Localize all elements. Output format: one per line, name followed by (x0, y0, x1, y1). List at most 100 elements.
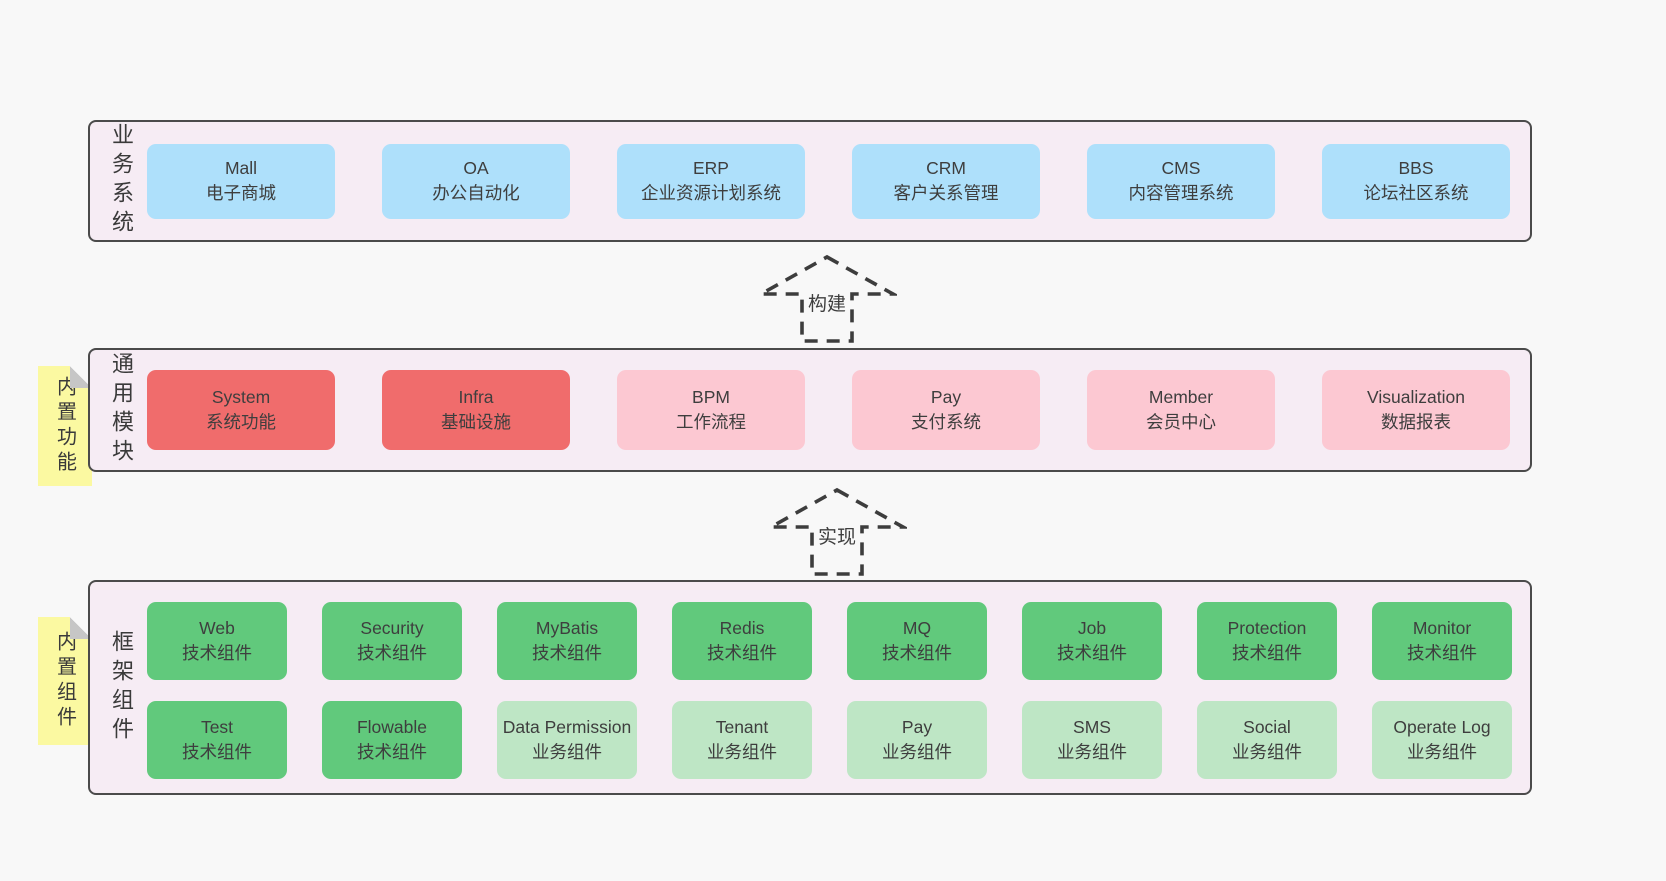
node-desc: 会员中心 (1146, 412, 1216, 432)
business-systems-layer: 业务系统 Mall 电子商城 OA 办公自动化 ERP 企业资源计划系统 CRM… (88, 120, 1532, 242)
node-desc: 基础设施 (441, 412, 511, 432)
node-name: Security (360, 618, 424, 639)
node-desc: 系统功能 (206, 412, 276, 432)
node-desc: 业务组件 (1057, 742, 1127, 762)
components-row-1: Web 技术组件 Security 技术组件 MyBatis 技术组件 Redi… (147, 602, 1512, 680)
framework-components-layer: 框架组件 Web 技术组件 Security 技术组件 MyBatis 技术组件… (88, 580, 1532, 795)
node-name: Social (1243, 717, 1291, 738)
node-desc: 客户关系管理 (893, 183, 999, 203)
node-name: Member (1148, 387, 1214, 408)
node-job: Job 技术组件 (1022, 602, 1162, 680)
node-desc: 业务组件 (882, 742, 952, 762)
node-desc: 业务组件 (532, 742, 602, 762)
sticky-note-label: 内置组件 (53, 631, 76, 731)
sticky-note-built-in-components: 内置组件 (38, 617, 92, 745)
node-name: Pay (930, 387, 962, 408)
node-sms: SMS 业务组件 (1022, 701, 1162, 779)
node-name: Web (199, 618, 235, 639)
node-name: BPM (692, 387, 730, 408)
node-desc: 支付系统 (911, 412, 981, 432)
node-web: Web 技术组件 (147, 602, 287, 680)
node-visualization: Visualization 数据报表 (1322, 370, 1510, 450)
node-desc: 技术组件 (1407, 643, 1477, 663)
node-name: Visualization (1367, 387, 1465, 408)
node-name: BBS (1398, 158, 1434, 179)
node-name: Redis (719, 618, 765, 639)
node-desc: 办公自动化 (432, 183, 520, 203)
node-name: Test (200, 717, 234, 738)
node-mq: MQ 技术组件 (847, 602, 987, 680)
node-desc: 技术组件 (707, 643, 777, 663)
node-desc: 数据报表 (1381, 412, 1451, 432)
framework-components-grid: Web 技术组件 Security 技术组件 MyBatis 技术组件 Redi… (147, 602, 1512, 779)
node-name: Protection (1227, 618, 1307, 639)
node-name: Mall (224, 158, 258, 179)
common-modules-row: System 系统功能 Infra 基础设施 BPM 工作流程 Pay 支付系统… (147, 350, 1510, 470)
node-bbs: BBS 论坛社区系统 (1322, 143, 1510, 219)
node-member: Member 会员中心 (1087, 370, 1275, 450)
node-pay-system: Pay 支付系统 (852, 370, 1040, 450)
node-name: Infra (458, 387, 494, 408)
layer-label-framework-components: 框架组件 (109, 629, 134, 746)
node-name: Tenant (715, 717, 769, 738)
dashed-up-arrow-icon (767, 487, 907, 576)
node-desc: 技术组件 (1057, 643, 1127, 663)
layer-label-business-systems: 业务系统 (109, 123, 134, 239)
node-desc: 论坛社区系统 (1363, 183, 1469, 203)
node-flowable: Flowable 技术组件 (322, 701, 462, 779)
node-tenant: Tenant 业务组件 (672, 701, 812, 779)
sticky-note-built-in-features: 内置功能 (38, 366, 92, 486)
node-bpm: BPM 工作流程 (617, 370, 805, 450)
node-social: Social 业务组件 (1197, 701, 1337, 779)
node-crm: CRM 客户关系管理 (852, 143, 1040, 219)
node-name: MQ (902, 618, 932, 639)
node-desc: 内容管理系统 (1128, 183, 1234, 203)
implement-arrow-label: 实现 (814, 522, 860, 549)
sticky-note-label: 内置功能 (53, 376, 76, 476)
node-mall: Mall 电子商城 (147, 143, 335, 219)
node-name: Data Permission (502, 717, 632, 738)
build-arrow: 构建 (757, 253, 897, 345)
node-operate-log: Operate Log 业务组件 (1372, 701, 1512, 779)
node-name: Pay (901, 717, 933, 738)
node-protection: Protection 技术组件 (1197, 602, 1337, 680)
implement-arrow: 实现 (767, 486, 907, 578)
node-cms: CMS 内容管理系统 (1087, 143, 1275, 219)
node-name: SMS (1073, 717, 1111, 738)
node-name: Monitor (1412, 618, 1472, 639)
layer-label-common-modules: 通用模块 (109, 352, 134, 468)
node-desc: 工作流程 (676, 412, 746, 432)
node-name: Flowable (356, 717, 428, 738)
node-desc: 业务组件 (707, 742, 777, 762)
node-mybatis: MyBatis 技术组件 (497, 602, 637, 680)
node-infra: Infra 基础设施 (382, 370, 570, 450)
node-redis: Redis 技术组件 (672, 602, 812, 680)
common-modules-layer: 通用模块 System 系统功能 Infra 基础设施 BPM 工作流程 Pay… (88, 348, 1532, 472)
node-desc: 技术组件 (532, 643, 602, 663)
node-test: Test 技术组件 (147, 701, 287, 779)
node-name: System (211, 387, 271, 408)
node-desc: 企业资源计划系统 (641, 183, 781, 203)
node-security: Security 技术组件 (322, 602, 462, 680)
node-system: System 系统功能 (147, 370, 335, 450)
dashed-up-arrow-icon (757, 254, 897, 343)
node-name: Job (1077, 618, 1107, 639)
node-desc: 技术组件 (182, 643, 252, 663)
node-data-permission: Data Permission 业务组件 (497, 701, 637, 779)
node-erp: ERP 企业资源计划系统 (617, 143, 805, 219)
node-name: Operate Log (1393, 717, 1491, 738)
node-oa: OA 办公自动化 (382, 143, 570, 219)
node-name: MyBatis (535, 618, 599, 639)
node-desc: 技术组件 (357, 742, 427, 762)
business-systems-row: Mall 电子商城 OA 办公自动化 ERP 企业资源计划系统 CRM 客户关系… (147, 122, 1510, 240)
node-name: CRM (926, 158, 966, 179)
node-desc: 技术组件 (1232, 643, 1302, 663)
node-desc: 技术组件 (357, 643, 427, 663)
node-name: OA (463, 158, 489, 179)
build-arrow-label: 构建 (804, 289, 850, 316)
components-row-2: Test 技术组件 Flowable 技术组件 Data Permission … (147, 701, 1512, 779)
node-desc: 电子商城 (206, 183, 276, 203)
node-pay-component: Pay 业务组件 (847, 701, 987, 779)
node-name: CMS (1161, 158, 1201, 179)
